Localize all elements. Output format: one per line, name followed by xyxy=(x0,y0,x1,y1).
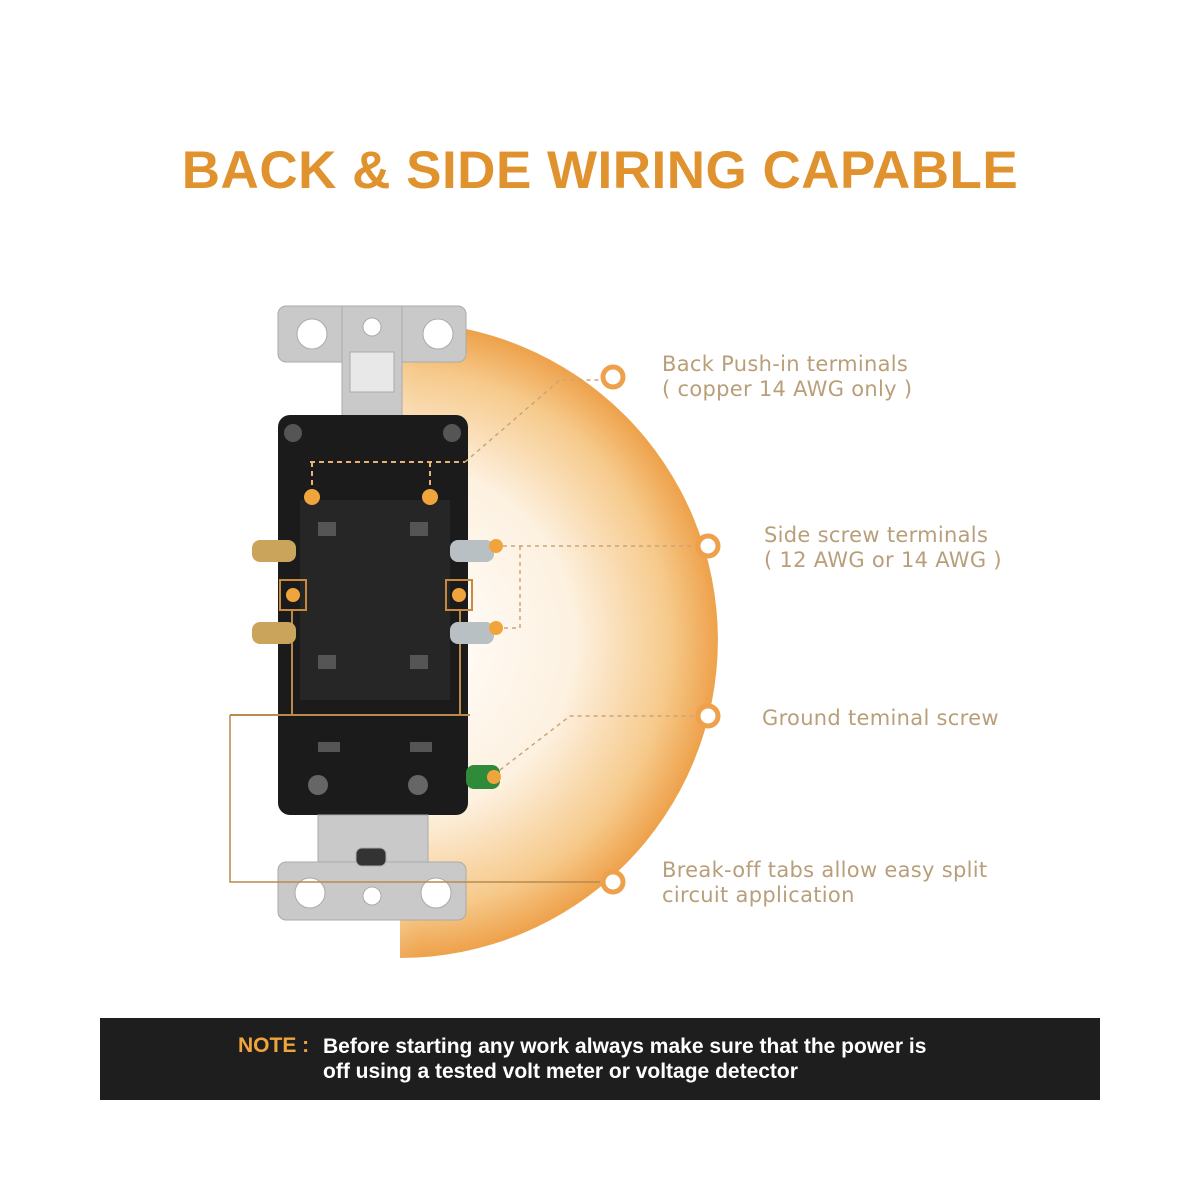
note-banner: NOTE : Before starting any work always m… xyxy=(100,1018,1100,1100)
callout-rings xyxy=(600,364,721,895)
callout-line: Back Push-in terminals xyxy=(662,352,909,376)
callout-line: ( 12 AWG or 14 AWG ) xyxy=(764,548,1002,572)
callout-line: Break-off tabs allow easy split xyxy=(662,858,988,882)
note-line: off using a tested volt meter or voltage… xyxy=(323,1060,798,1083)
callout-line: Side screw terminals xyxy=(764,523,989,547)
page-title: BACK & SIDE WIRING CAPABLE xyxy=(181,141,1019,200)
callout-ground-screw: Ground teminal screw xyxy=(762,706,999,731)
leader-lines xyxy=(464,379,694,771)
callout-line: circuit application xyxy=(662,883,855,907)
side-screws xyxy=(252,539,503,644)
callout-line: ( copper 14 AWG only ) xyxy=(662,377,913,401)
ground-screw xyxy=(466,765,501,789)
mounting-strap-bottom xyxy=(277,814,467,921)
callout-break-off-tabs: Break-off tabs allow easy split circuit … xyxy=(662,858,987,908)
callout-back-push-in: Back Push-in terminals ( copper 14 AWG o… xyxy=(662,352,912,402)
callout-line: Ground teminal screw xyxy=(762,706,999,730)
note-line: Before starting any work always make sur… xyxy=(323,1035,927,1058)
outlet-body xyxy=(230,415,473,815)
mounting-strap-top xyxy=(277,305,467,417)
note-text: Before starting any work always make sur… xyxy=(323,1034,926,1084)
note-key: NOTE : xyxy=(238,1034,310,1057)
callout-side-screw: Side screw terminals ( 12 AWG or 14 AWG … xyxy=(764,523,1002,573)
